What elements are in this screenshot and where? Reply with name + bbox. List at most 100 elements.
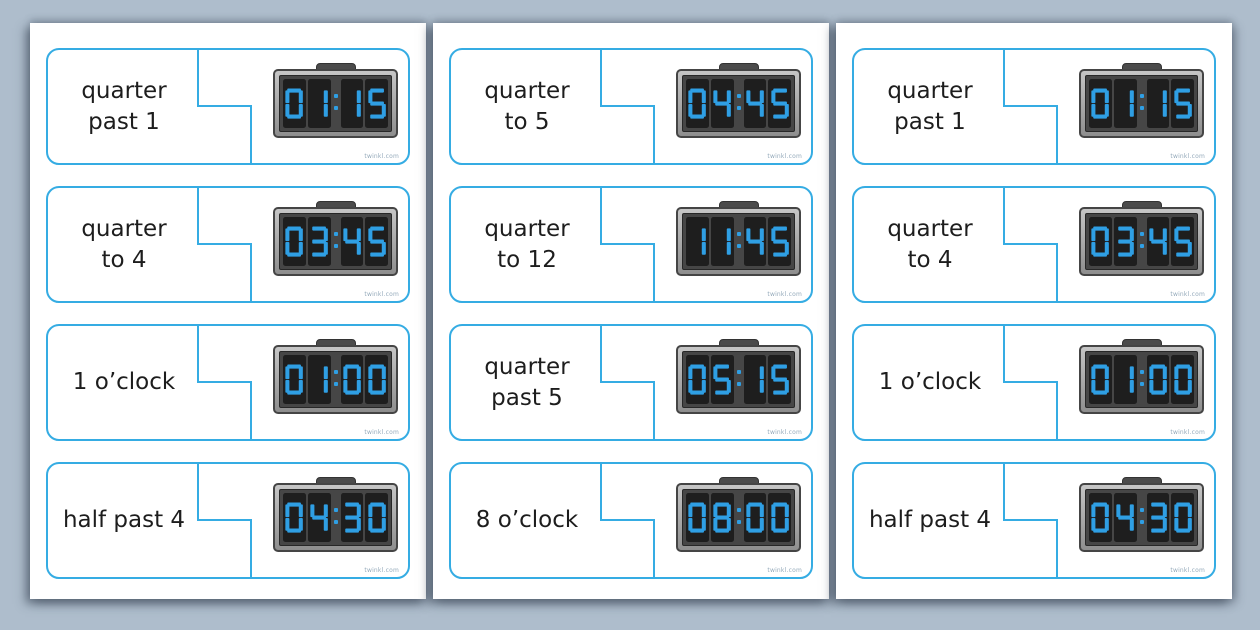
seven-segment-digit — [726, 228, 731, 255]
digital-clock — [676, 339, 801, 415]
puzzle-cut-line-bottom — [1056, 106, 1058, 163]
watermark-text: twinkl.com — [767, 153, 802, 160]
watermark-text: twinkl.com — [1170, 567, 1205, 574]
digit-panel — [710, 217, 734, 266]
clock-frame — [676, 483, 801, 552]
digit-panel — [686, 355, 709, 404]
colon-separator — [736, 79, 742, 128]
seven-segment-digit — [1129, 366, 1134, 393]
digit-panel — [743, 493, 767, 542]
puzzle-cut-line-step — [197, 243, 252, 245]
clock-frame — [1079, 345, 1204, 414]
puzzle-cut-line-top — [600, 50, 602, 107]
puzzle-cut-line-step — [197, 519, 252, 521]
clock-frame — [676, 69, 801, 138]
digit-panel — [1089, 79, 1112, 128]
digit-panel — [1146, 493, 1170, 542]
seven-segment-digit — [688, 88, 707, 119]
card-time-label: quarter to 5 — [484, 78, 570, 135]
colon-separator — [333, 79, 339, 128]
digit-panel — [1171, 355, 1194, 404]
time-matching-card: quarter past 5 twinkl.com — [449, 324, 813, 441]
watermark-text: twinkl.com — [1170, 291, 1205, 298]
seven-segment-digit — [713, 90, 731, 117]
clock-screen — [279, 213, 392, 270]
digit-panel — [743, 355, 767, 404]
seven-segment-digit — [1162, 90, 1167, 117]
digital-clock — [1079, 201, 1204, 277]
time-matching-card: quarter past 1 twinkl.com — [852, 48, 1216, 165]
clock-screen — [279, 489, 392, 546]
clock-frame — [273, 483, 398, 552]
puzzle-cut-line-top — [1003, 188, 1005, 245]
time-matching-card: 1 o’clock twinkl.com — [46, 324, 410, 441]
puzzle-cut-line-top — [600, 188, 602, 245]
puzzle-cut-line-top — [1003, 50, 1005, 107]
seven-segment-digit — [367, 502, 386, 533]
clock-frame — [1079, 207, 1204, 276]
watermark-text: twinkl.com — [1170, 429, 1205, 436]
puzzle-cut-line-top — [1003, 326, 1005, 383]
card-time-label: quarter to 4 — [81, 216, 167, 273]
digit-panel — [1146, 217, 1170, 266]
digit-panel — [283, 493, 306, 542]
digit-panel — [283, 355, 306, 404]
seven-segment-digit — [310, 504, 328, 531]
digit-panel — [1113, 493, 1137, 542]
seven-segment-digit — [1091, 226, 1110, 257]
time-matching-card: quarter to 12 twinkl.com — [449, 186, 813, 303]
clock-screen — [682, 489, 795, 546]
puzzle-cut-line-top — [1003, 464, 1005, 521]
digit-panel — [340, 217, 364, 266]
seven-segment-digit — [367, 88, 386, 119]
colon-separator — [1139, 79, 1145, 128]
puzzle-cut-line-bottom — [1056, 244, 1058, 301]
seven-segment-digit — [746, 90, 764, 117]
clock-frame — [1079, 69, 1204, 138]
colon-separator — [736, 493, 742, 542]
puzzle-cut-line-top — [197, 464, 199, 521]
seven-segment-digit — [1173, 502, 1192, 533]
seven-segment-digit — [343, 228, 361, 255]
digit-panel — [768, 355, 791, 404]
puzzle-cut-line-bottom — [653, 520, 655, 577]
clock-frame — [676, 345, 801, 414]
digit-panel — [768, 493, 791, 542]
colon-separator — [333, 217, 339, 266]
seven-segment-digit — [1091, 364, 1110, 395]
digit-panel — [743, 79, 767, 128]
watermark-text: twinkl.com — [364, 429, 399, 436]
worksheet-page-3: quarter past 1 twinkl.com quarter to 4 t… — [836, 23, 1232, 599]
digital-clock — [1079, 477, 1204, 553]
digit-panel — [710, 493, 734, 542]
puzzle-cut-line-bottom — [250, 382, 252, 439]
card-time-label: half past 4 — [62, 507, 186, 534]
colon-separator — [333, 493, 339, 542]
card-time-label: half past 4 — [868, 507, 992, 534]
clock-frame — [273, 69, 398, 138]
card-time-label: 1 o’clock — [72, 369, 176, 396]
digital-clock — [676, 63, 801, 139]
digit-panel — [307, 79, 331, 128]
digit-panel — [686, 217, 709, 266]
watermark-text: twinkl.com — [364, 153, 399, 160]
digit-panel — [768, 79, 791, 128]
puzzle-cut-line-top — [197, 188, 199, 245]
digit-panel — [365, 355, 388, 404]
watermark-text: twinkl.com — [767, 429, 802, 436]
seven-segment-digit — [285, 88, 304, 119]
digit-panel — [1089, 355, 1112, 404]
puzzle-cut-line-top — [600, 326, 602, 383]
clock-frame — [273, 345, 398, 414]
seven-segment-digit — [285, 226, 304, 257]
puzzle-cut-line-step — [1003, 381, 1058, 383]
digit-panel — [686, 493, 709, 542]
digital-clock — [273, 63, 398, 139]
time-matching-card: quarter to 4 twinkl.com — [852, 186, 1216, 303]
seven-segment-digit — [345, 502, 361, 533]
watermark-text: twinkl.com — [767, 567, 802, 574]
seven-segment-digit — [770, 364, 789, 395]
seven-segment-digit — [343, 364, 361, 395]
seven-segment-digit — [1091, 88, 1110, 119]
puzzle-cut-line-step — [600, 519, 655, 521]
